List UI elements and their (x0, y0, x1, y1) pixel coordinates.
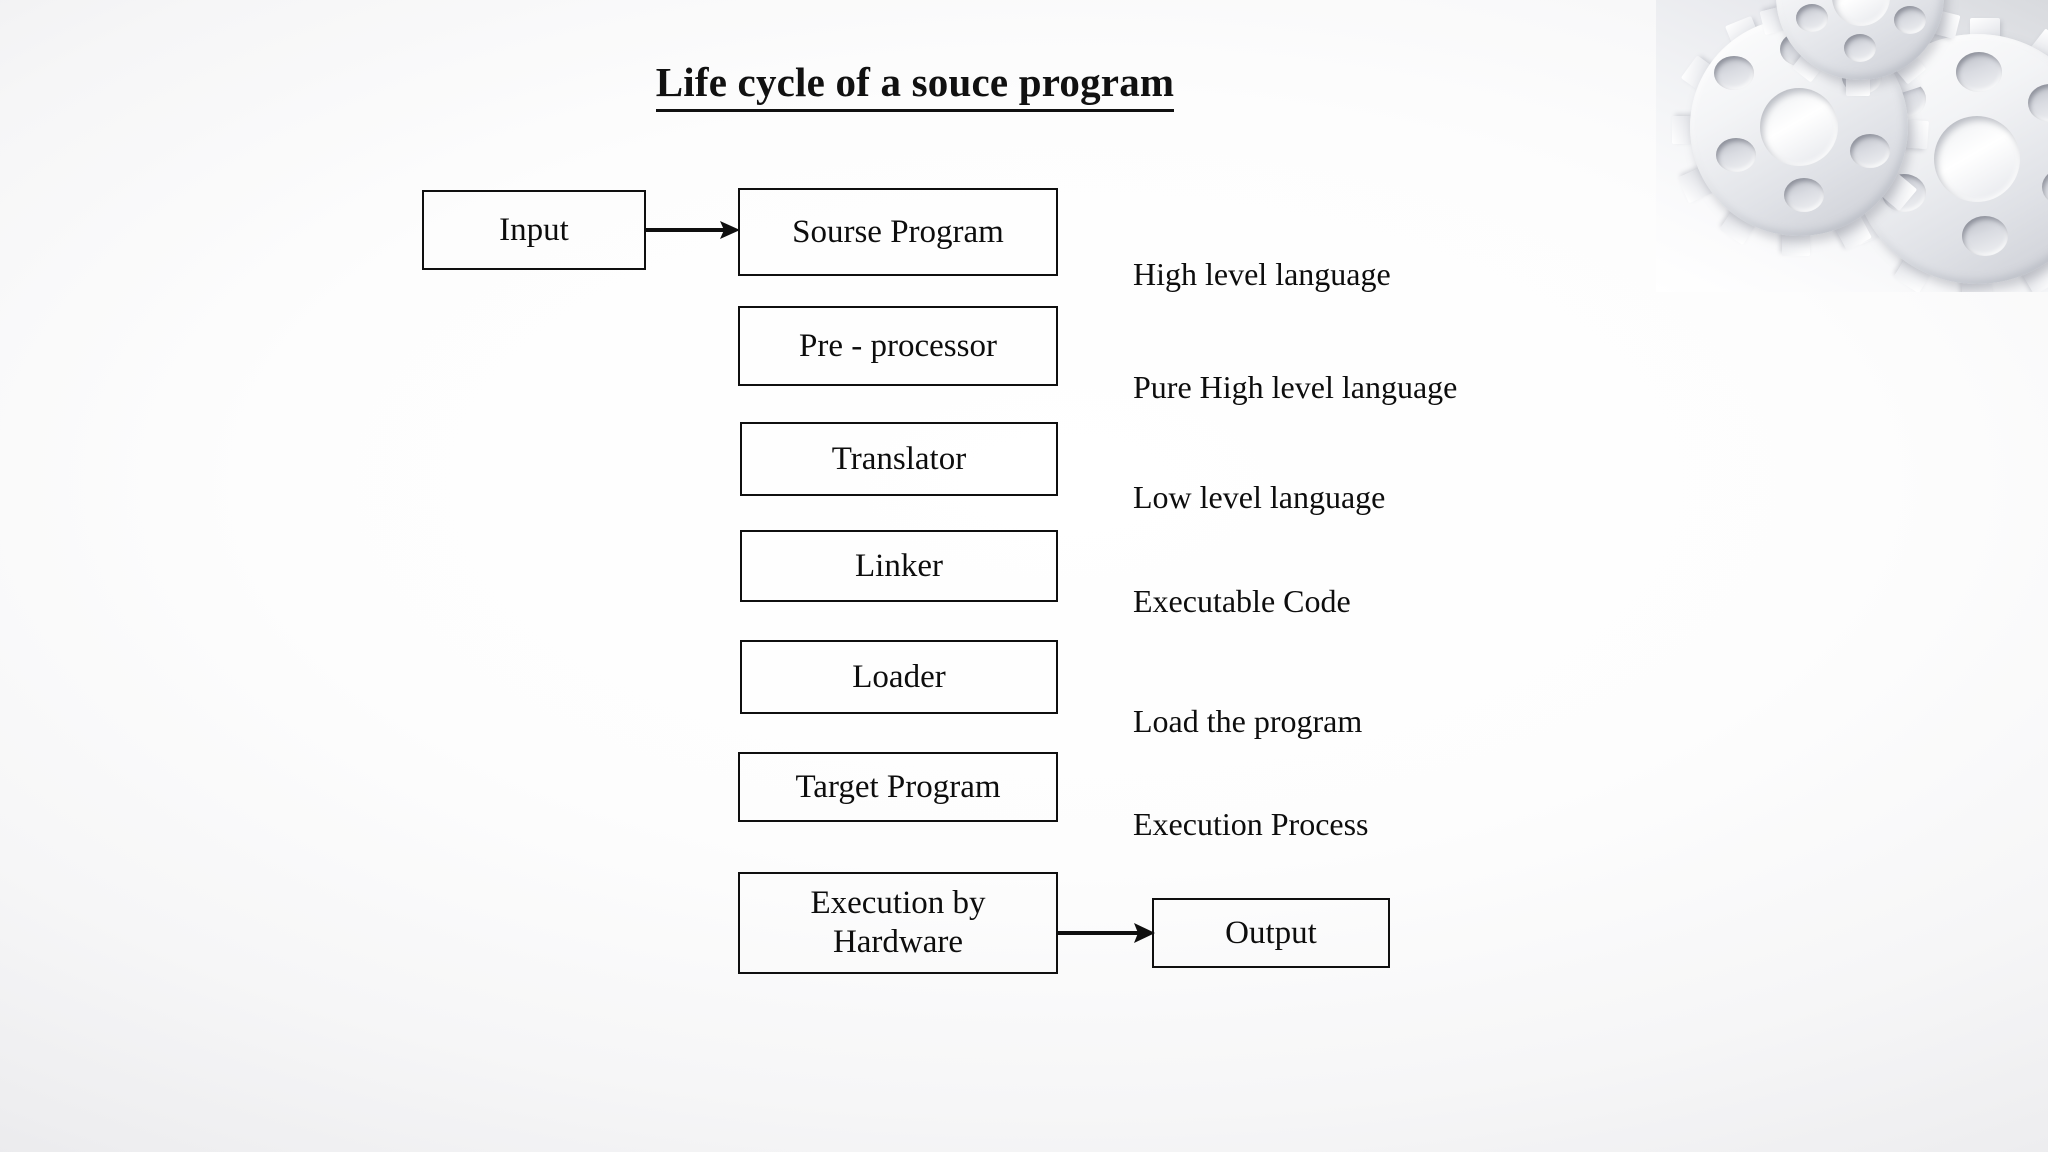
annotation-executable-code-text: Executable Code (1133, 583, 1351, 619)
annotation-load-the-program-text: Load the program (1133, 703, 1363, 739)
flow-box-input[interactable]: Input (422, 190, 646, 270)
page-title: Life cycle of a souce program (0, 58, 1830, 112)
flow-box-translator-label: Translator (831, 440, 967, 477)
annotation-high-level-language-text: High level language (1133, 256, 1391, 292)
flow-box-translator[interactable]: Translator (740, 422, 1058, 496)
annotation-pure-high-level-language: Pure High level language (1133, 369, 1457, 406)
flow-box-loader-label: Loader (852, 658, 946, 695)
gear-medium (1672, 3, 1929, 256)
connector-input-to-sourse-program (646, 214, 742, 246)
annotation-load-the-program: Load the program (1133, 703, 1362, 740)
flow-box-sourse-program[interactable]: Sourse Program (738, 188, 1058, 276)
flow-box-pre-processor[interactable]: Pre - processor (738, 306, 1058, 386)
flow-box-output-label: Output (1225, 914, 1317, 951)
flow-box-execution-by-hardware[interactable]: Execution by Hardware (738, 872, 1058, 974)
annotation-execution-process: Execution Process (1133, 806, 1369, 843)
annotation-pure-high-level-language-text: Pure High level language (1133, 369, 1458, 405)
page-title-text: Life cycle of a souce program (655, 59, 1175, 112)
connector-execution-to-output (1058, 917, 1158, 949)
flow-box-linker-label: Linker (855, 547, 943, 584)
flow-box-pre-processor-label: Pre - processor (799, 327, 997, 364)
annotation-low-level-language-text: Low level language (1133, 479, 1386, 515)
annotation-high-level-language: High level language (1133, 256, 1391, 293)
flow-box-output[interactable]: Output (1152, 898, 1390, 968)
flow-box-sourse-program-label: Sourse Program (792, 213, 1004, 250)
annotation-low-level-language: Low level language (1133, 479, 1385, 516)
flow-box-execution-by-hardware-label-line1: Execution by (810, 885, 986, 922)
flow-box-input-label: Input (499, 211, 569, 248)
gear-large (1835, 18, 2048, 292)
flow-box-loader[interactable]: Loader (740, 640, 1058, 714)
annotation-execution-process-text: Execution Process (1133, 806, 1369, 842)
flow-box-execution-by-hardware-label-line2: Hardware (832, 924, 964, 960)
flow-box-linker[interactable]: Linker (740, 530, 1058, 602)
flow-box-target-program[interactable]: Target Program (738, 752, 1058, 822)
annotation-executable-code: Executable Code (1133, 583, 1351, 620)
gears-illustration (1656, 0, 2048, 292)
flow-box-target-program-label: Target Program (795, 768, 1001, 805)
gears-backdrop (1656, 0, 2048, 292)
